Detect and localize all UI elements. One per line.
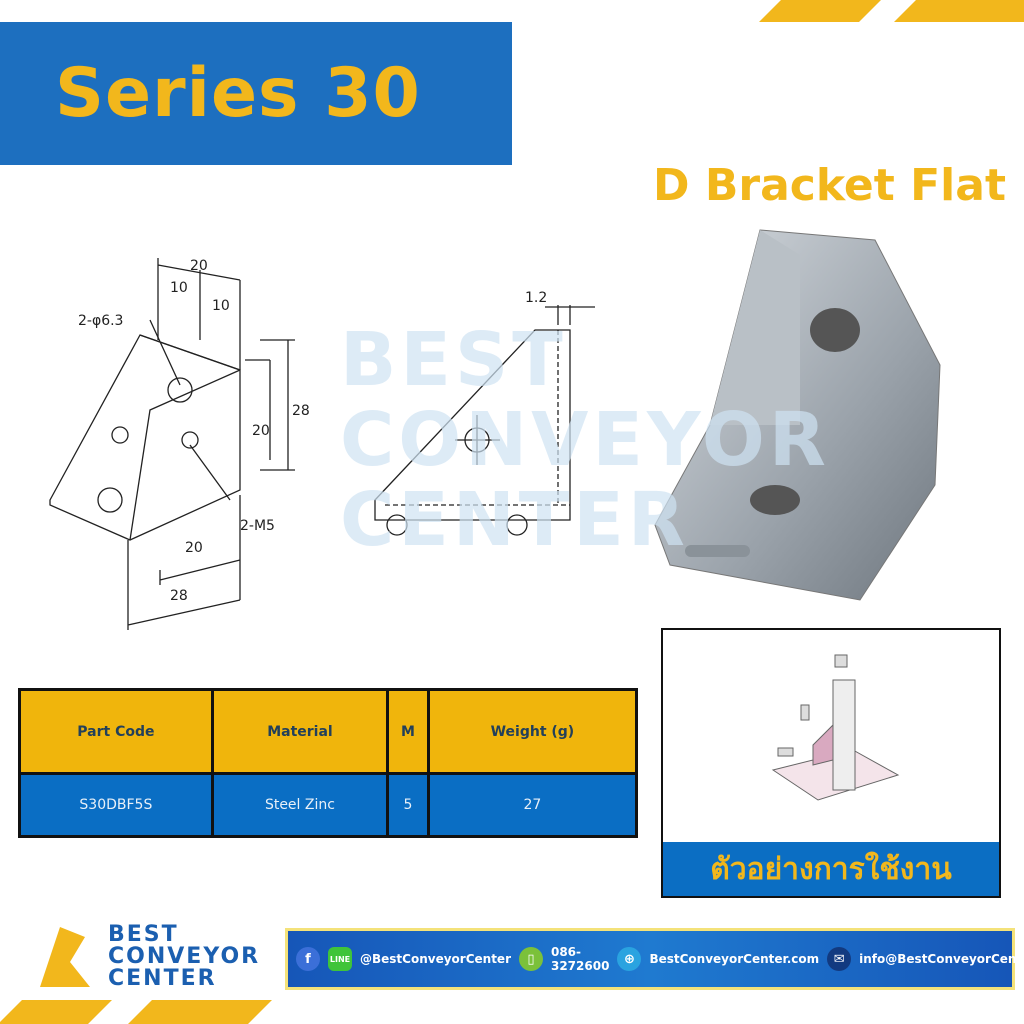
dimension-drawing: 20 10 10 2-φ6.3 28 20 2-M5 20 28 bbox=[49, 258, 310, 630]
website-link[interactable]: BestConveyorCenter.com bbox=[649, 952, 820, 966]
series-title: Series 30 bbox=[55, 54, 421, 133]
logo-emblem-icon bbox=[40, 927, 90, 987]
usage-example-panel: ตัวอย่างการใช้งาน bbox=[661, 628, 1001, 898]
dim-label: 28 bbox=[292, 403, 310, 419]
logo-line: CENTER bbox=[108, 966, 217, 991]
contact-bar: f LINE @BestConveyorCenter ▯ 086-3272600… bbox=[285, 928, 1024, 990]
decor-stripe bbox=[759, 0, 881, 22]
dim-label: 1.2 bbox=[525, 290, 547, 306]
header-m: M bbox=[386, 688, 430, 775]
series-title-banner: Series 30 bbox=[0, 22, 512, 165]
spec-table: Part Code Material M Weight (g) S30DBF5S… bbox=[18, 688, 639, 838]
cell-material: Steel Zinc bbox=[210, 772, 390, 838]
product-photo bbox=[654, 229, 941, 601]
cell-weight: 27 bbox=[426, 772, 639, 838]
table-header-row: Part Code Material M Weight (g) bbox=[18, 688, 639, 775]
phone-icon: ▯ bbox=[518, 947, 543, 971]
decor-stripe bbox=[894, 0, 1024, 22]
logo-line: BEST bbox=[108, 922, 179, 947]
line-icon[interactable]: LINE bbox=[328, 947, 352, 971]
cell-part-code: S30DBF5S bbox=[18, 772, 214, 838]
dim-label: 20 bbox=[252, 423, 270, 439]
usage-illustration bbox=[771, 654, 900, 801]
logo-line: CONVEYOR bbox=[108, 944, 261, 969]
cell-m: 5 bbox=[386, 772, 430, 838]
product-name: D Bracket Flat bbox=[653, 160, 1006, 211]
dim-label: 20 bbox=[190, 258, 208, 274]
side-view-drawing: 1.2 bbox=[374, 290, 595, 536]
dim-label: 2-M5 bbox=[240, 518, 275, 534]
decor-stripe bbox=[0, 1000, 112, 1024]
dim-label: 2-φ6.3 bbox=[78, 313, 123, 329]
dim-label: 28 bbox=[170, 588, 188, 604]
dim-label: 10 bbox=[170, 280, 188, 296]
dim-label: 10 bbox=[212, 298, 230, 314]
phone-number[interactable]: 086-3272600 bbox=[550, 945, 610, 973]
email-link[interactable]: info@BestConveyorCenter.com bbox=[859, 952, 1024, 966]
usage-label: ตัวอย่างการใช้งาน bbox=[663, 842, 999, 896]
globe-icon: ⊕ bbox=[617, 947, 642, 971]
decor-stripe bbox=[128, 1000, 272, 1024]
dim-label: 20 bbox=[185, 540, 203, 556]
header-material: Material bbox=[210, 688, 390, 775]
table-row: S30DBF5S Steel Zinc 5 27 bbox=[18, 772, 639, 838]
email-icon: ✉ bbox=[827, 947, 852, 971]
header-weight: Weight (g) bbox=[426, 688, 639, 775]
facebook-icon[interactable]: f bbox=[296, 947, 320, 971]
social-handle[interactable]: @BestConveyorCenter bbox=[360, 952, 511, 966]
company-logo: BEST CONVEYOR CENTER bbox=[30, 912, 280, 1002]
header-part-code: Part Code bbox=[18, 688, 214, 775]
